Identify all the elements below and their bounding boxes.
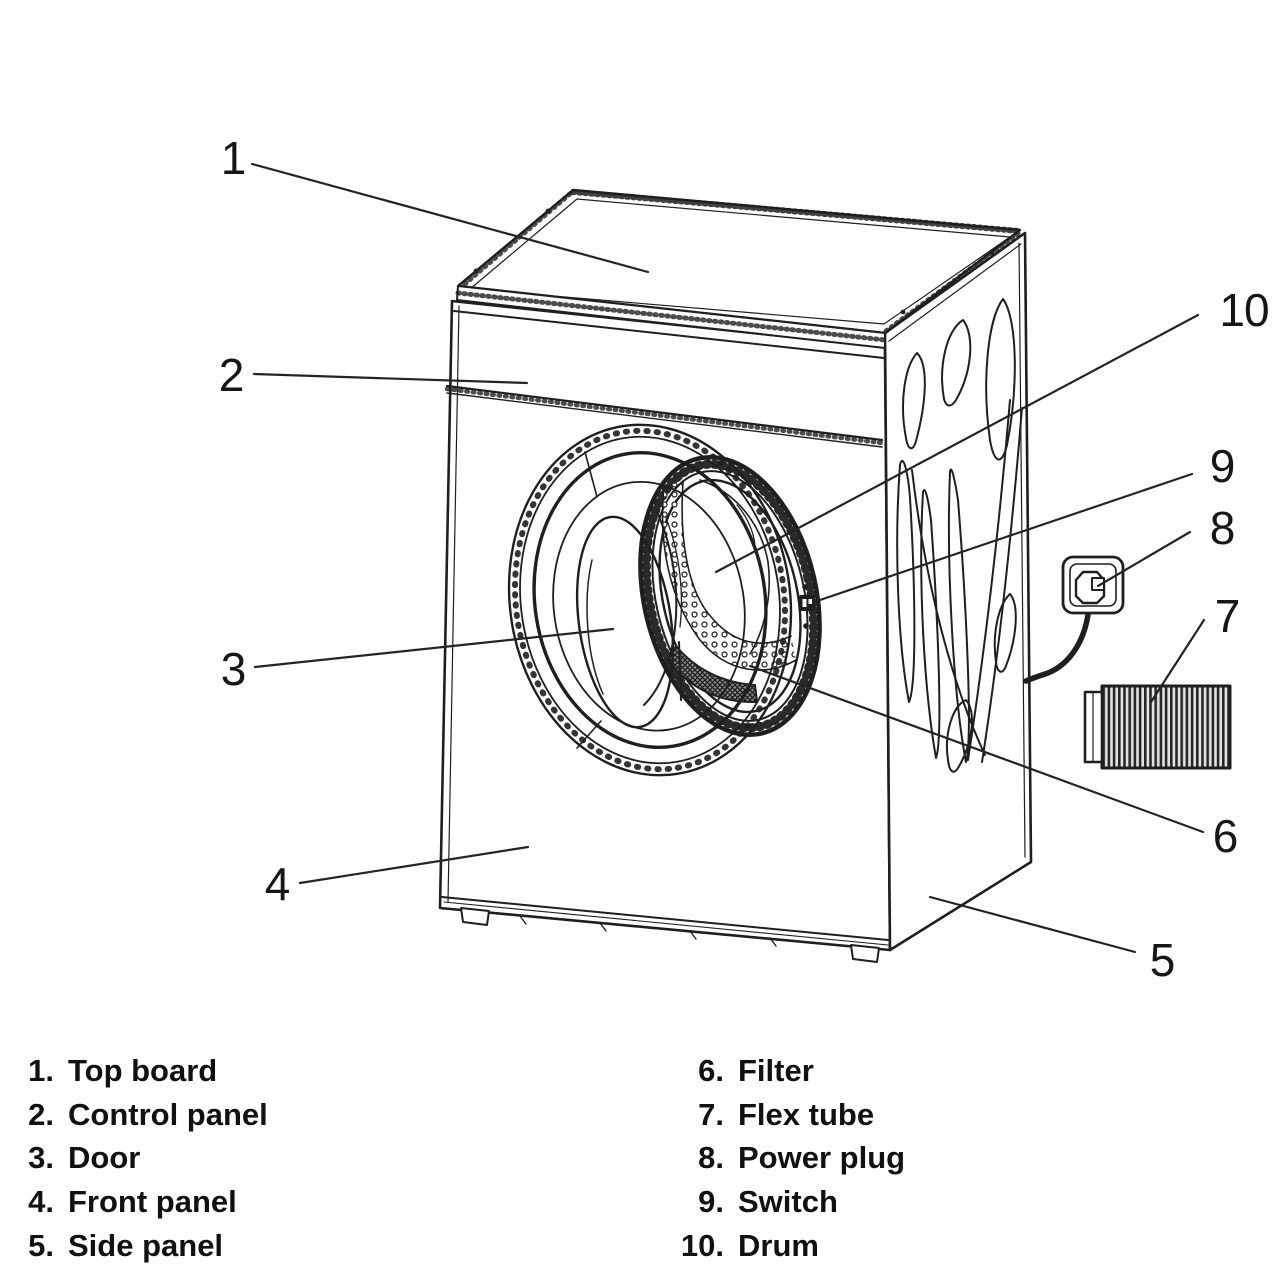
- legend-item-flex-tube: 7. Flex tube: [656, 1093, 874, 1137]
- leader-7: [1149, 618, 1206, 704]
- legend-item-drum: 10. Drum: [656, 1224, 819, 1268]
- legend-label: Door: [68, 1140, 141, 1175]
- legend-num: 8.: [698, 1140, 724, 1175]
- legend-item-control-panel: 2. Control panel: [6, 1093, 268, 1137]
- leader-9: [815, 472, 1194, 603]
- top-board: [455, 188, 1022, 349]
- callout-10: 10: [1219, 284, 1269, 336]
- side-panel: [883, 231, 1033, 952]
- callout-6: 6: [1212, 810, 1239, 862]
- legend-label: Flex tube: [738, 1097, 875, 1132]
- leader-3: [253, 627, 615, 669]
- callout-5: 5: [1149, 934, 1176, 986]
- legend-num: 3.: [28, 1140, 54, 1175]
- leader-4: [298, 845, 530, 885]
- legend-label: Side panel: [68, 1228, 224, 1263]
- legend-item-door: 3. Door: [6, 1136, 140, 1180]
- legend-item-power-plug: 8. Power plug: [656, 1136, 905, 1180]
- legend-item-side-panel: 5. Side panel: [6, 1224, 223, 1268]
- callout-7: 7: [1214, 590, 1241, 642]
- control-panel: [444, 310, 885, 448]
- legend-label: Control panel: [68, 1097, 268, 1132]
- leader-10: [714, 313, 1200, 574]
- leader-2: [252, 372, 529, 385]
- flex-tube: [1083, 684, 1232, 770]
- door: [507, 423, 793, 777]
- legend-label: Drum: [738, 1228, 819, 1263]
- legend-label: Switch: [738, 1184, 838, 1219]
- legend-item-top-board: 1. Top board: [6, 1049, 217, 1093]
- power-plug: [1023, 555, 1125, 684]
- legend-num: 10.: [680, 1228, 724, 1263]
- callout-2: 2: [218, 349, 245, 401]
- legend-label: Filter: [738, 1053, 814, 1088]
- leader-8: [1096, 530, 1192, 588]
- legend-item-filter: 6. Filter: [656, 1049, 814, 1093]
- legend-num: 6.: [698, 1053, 724, 1088]
- legend-num: 1.: [28, 1053, 54, 1088]
- callout-4: 4: [264, 858, 291, 910]
- leader-6: [748, 664, 1205, 834]
- legend-label: Top board: [68, 1053, 218, 1088]
- legend-item-switch: 9. Switch: [656, 1180, 838, 1224]
- callout-8: 8: [1209, 502, 1236, 554]
- legend-num: 7.: [698, 1097, 724, 1132]
- legend-num: 9.: [698, 1184, 724, 1219]
- legend-label: Front panel: [68, 1184, 237, 1219]
- legend-item-front-panel: 4. Front panel: [6, 1180, 237, 1224]
- legend-label: Power plug: [738, 1140, 906, 1175]
- callout-3: 3: [220, 643, 247, 695]
- leader-lines: [250, 162, 1206, 954]
- callout-9: 9: [1209, 440, 1236, 492]
- legend-num: 5.: [28, 1228, 54, 1263]
- leader-1: [250, 162, 650, 274]
- callout-1: 1: [220, 132, 247, 184]
- switch: [799, 584, 815, 629]
- legend-num: 4.: [28, 1184, 54, 1219]
- legend-num: 2.: [28, 1097, 54, 1132]
- leader-5: [928, 895, 1137, 954]
